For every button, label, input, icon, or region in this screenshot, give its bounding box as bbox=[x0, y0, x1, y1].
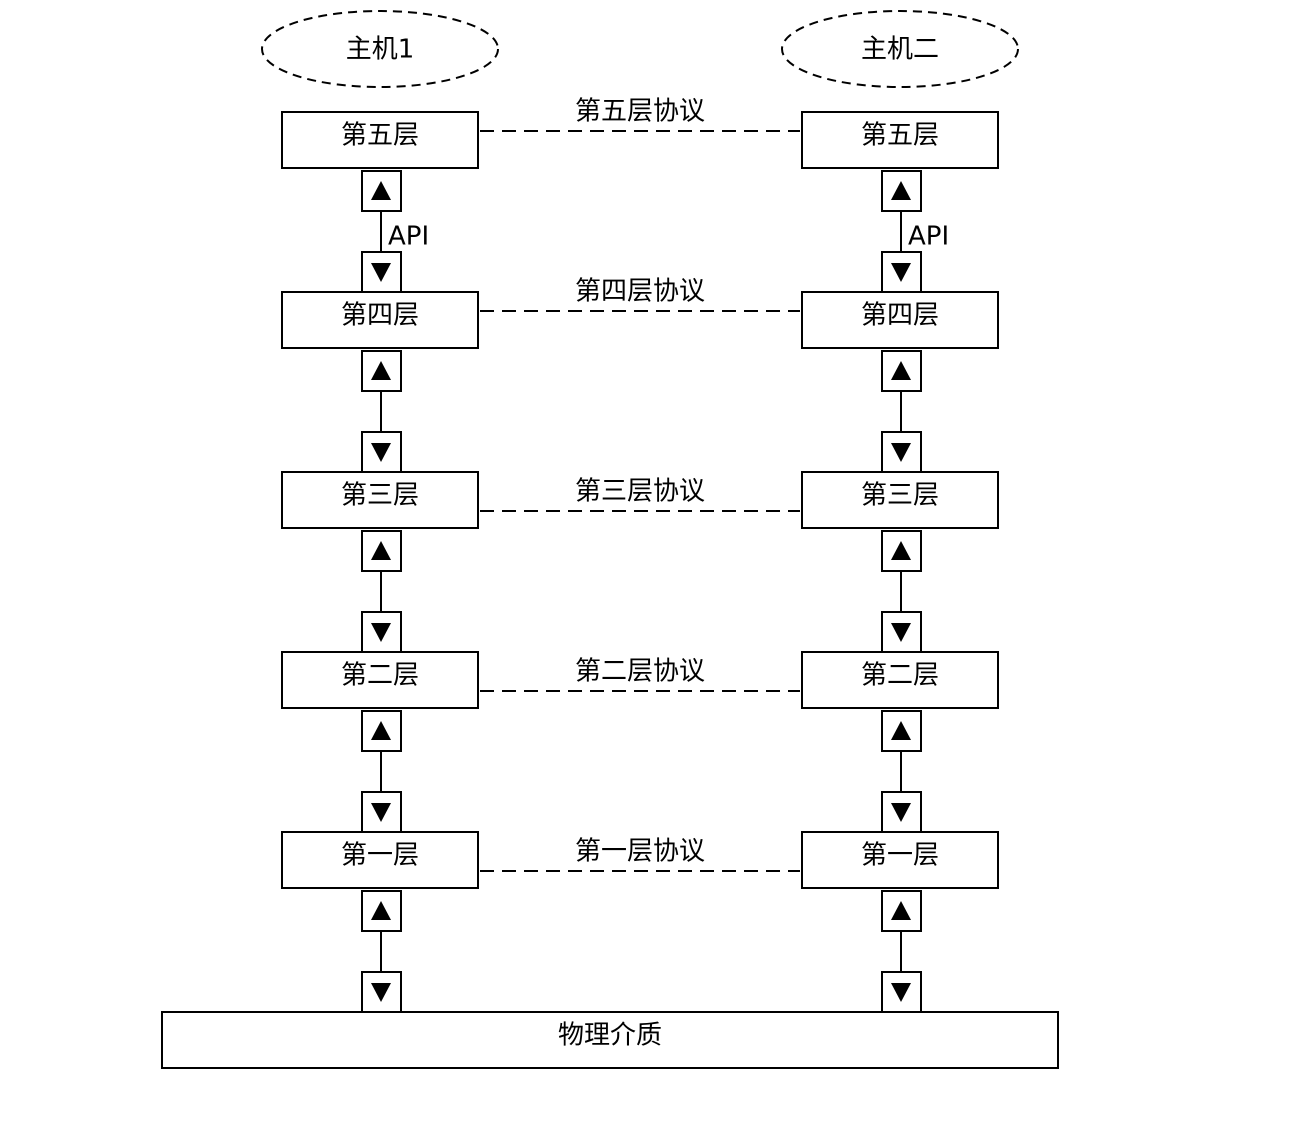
down-arrow-icon bbox=[371, 983, 391, 1002]
layer1-protocol-label: 第一层协议 bbox=[575, 837, 705, 867]
host1-label: 主机1 bbox=[346, 35, 415, 65]
up-arrow-icon bbox=[891, 361, 911, 380]
layer4-protocol-label: 第四层协议 bbox=[575, 277, 705, 307]
host2-ellipse bbox=[781, 10, 1019, 88]
down-arrow-box bbox=[881, 251, 922, 293]
up-arrow-icon bbox=[371, 541, 391, 560]
host1-layer3-box bbox=[281, 471, 479, 529]
down-arrow-box bbox=[361, 611, 402, 653]
up-arrow-box bbox=[881, 890, 922, 932]
down-arrow-icon bbox=[891, 623, 911, 642]
host1-api-label: API bbox=[388, 222, 429, 252]
down-arrow-icon bbox=[371, 443, 391, 462]
host1-layer2-label: 第二层 bbox=[341, 661, 419, 691]
physical-medium-box bbox=[161, 1011, 1059, 1069]
host1-layer1-box bbox=[281, 831, 479, 889]
host2-layer3-label: 第三层 bbox=[861, 481, 939, 511]
layer3-protocol-label: 第三层协议 bbox=[575, 477, 705, 507]
up-arrow-icon bbox=[891, 721, 911, 740]
down-arrow-icon bbox=[371, 623, 391, 642]
host2-layer2-label: 第二层 bbox=[861, 661, 939, 691]
down-arrow-box bbox=[881, 611, 922, 653]
host2-api-label: API bbox=[908, 222, 949, 252]
down-arrow-icon bbox=[371, 803, 391, 822]
up-arrow-icon bbox=[891, 901, 911, 920]
up-arrow-box bbox=[361, 890, 402, 932]
up-arrow-icon bbox=[371, 361, 391, 380]
host2-layer4-box bbox=[801, 291, 999, 349]
host1-layer1-label: 第一层 bbox=[341, 841, 419, 871]
down-arrow-icon bbox=[891, 983, 911, 1002]
host1-layer4-label: 第四层 bbox=[341, 301, 419, 331]
layer2-protocol-label: 第二层协议 bbox=[575, 657, 705, 687]
up-arrow-box bbox=[881, 170, 922, 212]
host2-layer3-box bbox=[801, 471, 999, 529]
physical-medium-label: 物理介质 bbox=[558, 1021, 662, 1051]
up-arrow-icon bbox=[891, 541, 911, 560]
down-arrow-icon bbox=[891, 263, 911, 282]
up-arrow-box bbox=[361, 710, 402, 752]
up-arrow-icon bbox=[891, 181, 911, 200]
up-arrow-icon bbox=[371, 901, 391, 920]
up-arrow-icon bbox=[371, 181, 391, 200]
host2-layer4-label: 第四层 bbox=[861, 301, 939, 331]
host1-ellipse bbox=[261, 10, 499, 88]
down-arrow-icon bbox=[891, 443, 911, 462]
host1-layer5-label: 第五层 bbox=[341, 121, 419, 151]
down-arrow-icon bbox=[891, 803, 911, 822]
host2-layer5-box bbox=[801, 111, 999, 169]
host2-layer5-label: 第五层 bbox=[861, 121, 939, 151]
down-arrow-icon bbox=[371, 263, 391, 282]
host2-label: 主机二 bbox=[861, 35, 939, 65]
up-arrow-icon bbox=[371, 721, 391, 740]
layer5-protocol-label: 第五层协议 bbox=[575, 97, 705, 127]
host2-layer2-box bbox=[801, 651, 999, 709]
host1-layer2-box bbox=[281, 651, 479, 709]
host2-layer1-label: 第一层 bbox=[861, 841, 939, 871]
host1-layer3-label: 第三层 bbox=[341, 481, 419, 511]
host1-layer5-box bbox=[281, 111, 479, 169]
